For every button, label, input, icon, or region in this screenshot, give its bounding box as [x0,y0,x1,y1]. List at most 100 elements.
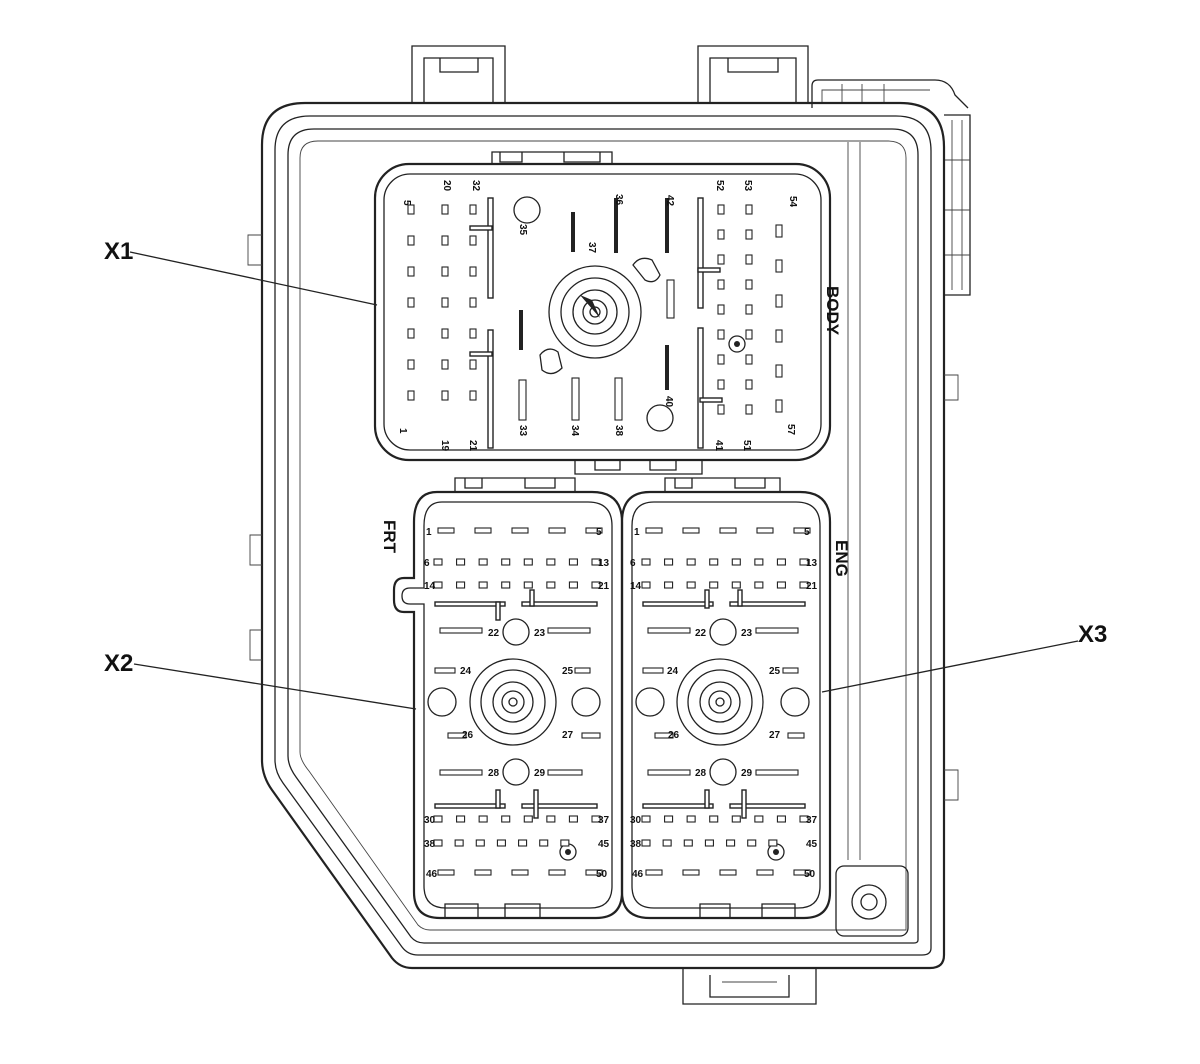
callout-x2: X2 [104,650,417,710]
pin-cavity [568,581,578,589]
pin-cavity [548,869,566,876]
pin-cavity [407,297,415,308]
x3-pin-29: 29 [741,768,753,779]
pin-cavity [775,329,783,343]
pin-cavity [546,581,556,589]
pin-cavity [454,839,464,847]
x3-pin-labels: 1 5 6 13 14 21 22 23 24 25 26 27 28 29 3… [630,527,818,880]
x2-pin-37: 37 [598,815,610,826]
x3-pin-25: 25 [769,666,781,677]
x2-pin-45: 45 [598,839,610,850]
x1-pin-36: 36 [613,194,624,206]
x1-pin-52: 52 [714,180,725,192]
pin-cavity [641,581,651,589]
pin-cavity [745,404,753,415]
pin-cavity [437,869,455,876]
pin-cavity [441,297,449,308]
pin-cavity [709,815,719,823]
pin-cavity [469,359,477,370]
pin-cavity [511,527,529,534]
pin-cavity [511,869,529,876]
pin-cavity [664,558,674,566]
pin-cavity [456,815,466,823]
pin-cavity [641,558,651,566]
callout-x3-label: X3 [1078,621,1107,648]
label-eng: ENG [832,540,851,577]
x3-pin-24: 24 [667,666,679,677]
callout-x3: X3 [821,621,1107,693]
pin-cavity [433,815,443,823]
pin-cavity [754,815,764,823]
x1-pin-54: 54 [787,196,798,208]
x1-pin-34: 34 [569,425,580,437]
x3-pin-6: 6 [630,558,636,569]
pin-cavity [407,266,415,277]
pin-cavity [745,379,753,390]
pin-cavity [756,869,774,876]
x2-pin-26: 26 [462,730,474,741]
pin-cavity [433,581,443,589]
x1-pin-41: 41 [713,440,724,452]
pin-cavity [717,304,725,315]
pin-cavity [585,869,603,876]
x2-pin-1: 1 [426,527,432,538]
pin-cavity [645,527,663,534]
pin-cavity [407,204,415,215]
pin-cavity [478,581,488,589]
pin-cavity [717,329,725,340]
housing-outline [247,45,971,1005]
x1-pin-1: 1 [397,428,408,434]
x3-pin-5: 5 [804,527,810,538]
pin-cavity [731,581,741,589]
x3-pin-38: 38 [630,839,642,850]
callout-x1: X1 [104,238,378,306]
pin-cavity [539,839,549,847]
pin-cavity [568,558,578,566]
x1-pin-32: 32 [470,180,481,192]
callout-x2-label: X2 [104,650,133,677]
x3-pin-21: 21 [806,581,818,592]
pin-cavity [591,581,601,589]
pin-cavity [709,558,719,566]
label-frt: FRT [380,520,399,554]
pin-cavity [441,204,449,215]
pin-cavity [686,815,696,823]
x3-pin-28: 28 [695,768,707,779]
pin-cavity [664,581,674,589]
connector-x2 [392,477,624,920]
x3-pin-46: 46 [632,869,644,880]
x1-pin-40: 40 [663,396,674,408]
pin-cavity [756,527,774,534]
x2-pin-30: 30 [424,815,436,826]
x1-pin-37: 37 [586,242,597,254]
pin-cavity [469,266,477,277]
x2-pin-5: 5 [596,527,602,538]
pin-cavity [523,558,533,566]
pin-cavity [754,558,764,566]
pin-cavity [501,815,511,823]
x2-pin-50: 50 [596,869,608,880]
pin-cavity [754,581,764,589]
x3-pin-23: 23 [741,628,753,639]
pin-cavity [475,839,485,847]
x2-pin-22: 22 [488,628,500,639]
pin-cavity [717,404,725,415]
pin-cavity [719,869,737,876]
pin-cavity [717,279,725,290]
pin-cavity [686,558,696,566]
x3-pin-27: 27 [769,730,781,741]
pin-cavity [682,527,700,534]
pin-cavity [776,581,786,589]
pin-cavity [441,266,449,277]
pin-cavity [407,235,415,246]
pin-cavity [441,328,449,339]
pin-cavity [518,839,528,847]
pin-cavity [548,527,566,534]
pin-cavity [662,839,672,847]
pin-cavity [478,815,488,823]
pin-cavity [745,279,753,290]
pin-cavity [768,839,778,847]
pin-cavity [469,235,477,246]
pin-cavity [775,224,783,238]
x2-pin-46: 46 [426,869,438,880]
